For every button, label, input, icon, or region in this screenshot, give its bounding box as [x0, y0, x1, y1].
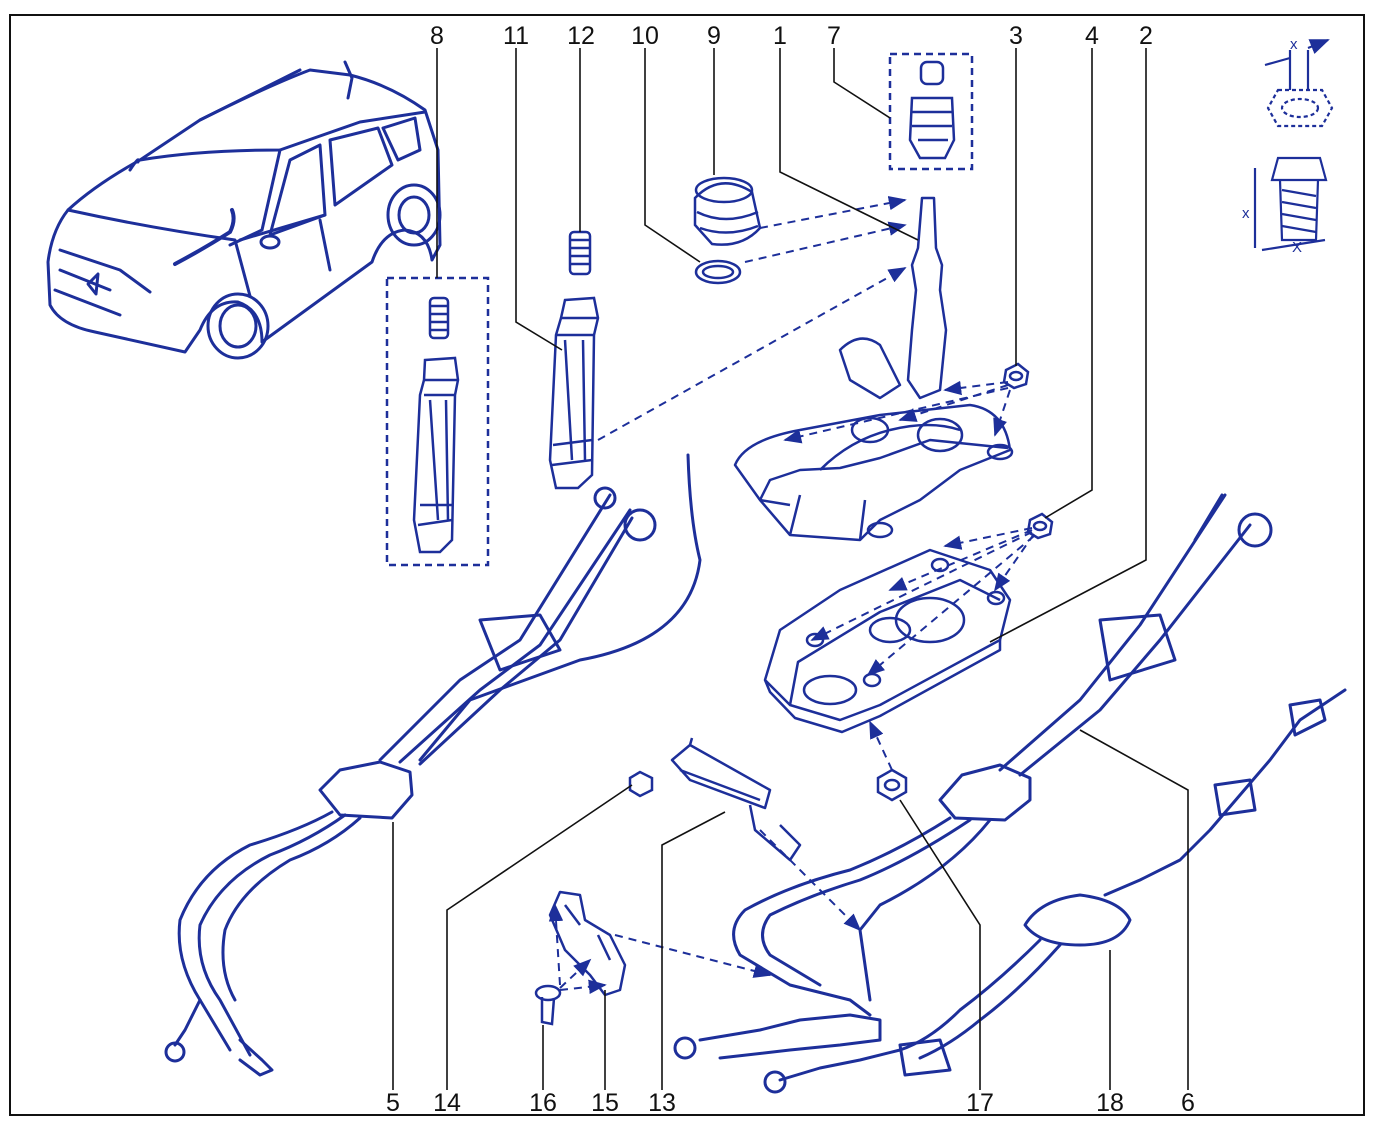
part-16-bolt [534, 984, 562, 1026]
callout-11: 11 [503, 22, 529, 50]
part-10-ring [694, 259, 742, 285]
callout-8: 8 [430, 22, 444, 50]
part-6-cable [673, 493, 1273, 1060]
diagram-frame [9, 14, 1365, 1116]
part-4-nut [1026, 512, 1054, 540]
callout-10: 10 [631, 22, 659, 50]
callout-16: 16 [529, 1089, 557, 1117]
callout-5: 5 [386, 1089, 400, 1117]
callout-3: 3 [1009, 22, 1023, 50]
dimension-label-x-side: x [1242, 205, 1250, 222]
part-15-bracket [548, 890, 627, 997]
callout-1: 1 [773, 22, 787, 50]
assembly-arrows [548, 196, 1035, 994]
callout-17: 17 [966, 1089, 994, 1117]
callout-12: 12 [567, 22, 595, 50]
callout-18: 18 [1096, 1089, 1124, 1117]
part-5-cable [164, 453, 702, 1077]
part-13-bracket [670, 737, 802, 862]
dimension-label-x-bottom: X [1292, 239, 1303, 256]
callout-15: 15 [591, 1089, 619, 1117]
part-11-boot [548, 230, 600, 490]
part-14-nut [628, 770, 654, 798]
vehicle-illustration [46, 60, 442, 360]
callout-2: 2 [1139, 22, 1153, 50]
callout-4: 4 [1085, 22, 1099, 50]
part-7-kit [888, 52, 974, 171]
dimension-label-x-top: x [1290, 36, 1298, 53]
callout-9: 9 [707, 22, 721, 50]
part-17-nut [876, 768, 908, 802]
callout-13: 13 [648, 1089, 676, 1117]
part-18-cable [763, 688, 1347, 1094]
callout-7: 7 [827, 22, 841, 50]
callout-14: 14 [433, 1089, 461, 1117]
part-9-knob [693, 176, 762, 246]
leader-lines [392, 48, 1189, 1090]
part-2-housing [763, 548, 1012, 734]
callout-6: 6 [1181, 1089, 1195, 1117]
part-1-lever-assembly [733, 196, 1014, 542]
part-8-kit [385, 276, 490, 567]
dimension-symbols [1253, 40, 1332, 252]
